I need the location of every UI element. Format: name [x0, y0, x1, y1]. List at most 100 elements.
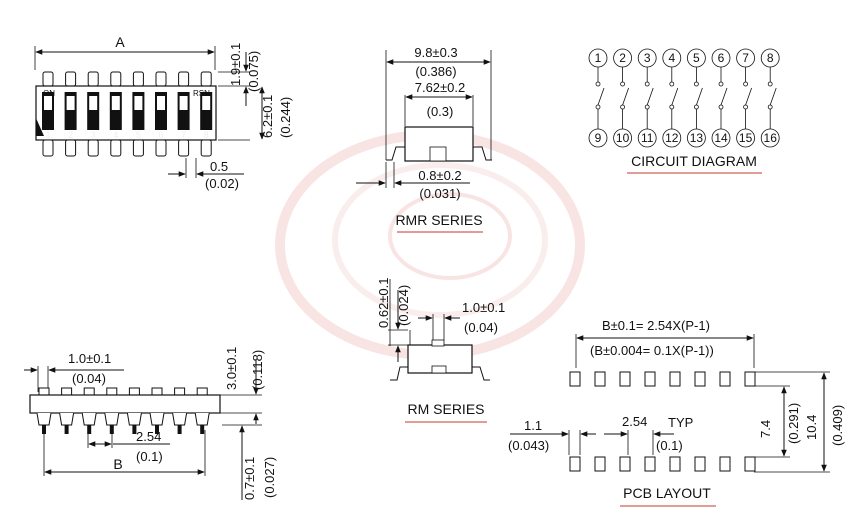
lower-lead: [200, 139, 212, 157]
side-dim-pitch-in: (0.1): [136, 449, 163, 464]
pcb-pad: [694, 456, 706, 472]
side-pad: [61, 387, 73, 396]
switch-number: 6: [158, 130, 163, 140]
pcb-pad: [719, 456, 731, 472]
pcb-dim-typ: TYP: [668, 415, 693, 430]
rmr-left-lead: [386, 146, 405, 161]
side-lead-tip: [200, 425, 205, 434]
side-lead-tip: [132, 425, 137, 434]
pin-circle: [736, 128, 755, 148]
switch-contact: [595, 104, 601, 110]
pcb-pads: [569, 371, 756, 472]
side-dim-h-in: (0.118): [250, 350, 265, 390]
pcb-dim-pad: 1.1: [524, 418, 542, 433]
rm-dim-h-in: (0.024): [396, 285, 411, 326]
side-pad: [196, 387, 208, 396]
pin-number: 15: [739, 131, 753, 145]
side-dim-b: B: [113, 456, 122, 472]
side-lead: [36, 412, 52, 426]
upper-lead: [42, 71, 54, 87]
pcb-pad: [669, 456, 681, 472]
lower-lead: [110, 139, 122, 157]
pcb-pad: [569, 456, 581, 472]
pin-number: 12: [665, 131, 679, 145]
pin-circle: [613, 128, 632, 148]
side-lead: [172, 412, 188, 426]
rmr-actuator: [429, 146, 447, 162]
switch-contact: [767, 104, 773, 110]
rm-series-view: 0.62±0.1 (0.024) 1.0±0.1 (0.04) RM SERIE…: [376, 277, 505, 423]
side-view: 1.0±0.1 (0.04) 3.0±0.1 (0.118) 0.7±0.1 (…: [24, 347, 277, 500]
pin-circle: [637, 128, 657, 148]
switch-number: 3: [91, 130, 96, 140]
pin-number: 11: [641, 131, 654, 145]
dim-body-in: (0.244): [278, 97, 293, 138]
pcb-pad: [719, 371, 731, 387]
switch-contact: [743, 104, 748, 110]
pin-circle: [760, 128, 780, 148]
switch-blade: [720, 87, 728, 106]
pin-number: 1: [595, 51, 602, 65]
side-pad: [128, 387, 140, 396]
side-lead-tip: [155, 425, 159, 434]
side-dim-pitch: 2.54: [136, 429, 161, 444]
pin-number: 3: [644, 51, 651, 65]
pin-number: 4: [668, 51, 675, 65]
pcb-pad: [694, 371, 706, 387]
pin-number: 16: [764, 131, 778, 145]
rmr-dim-pitch: 7.62±0.2: [415, 80, 466, 95]
side-dim-pad-in: (0.04): [72, 371, 106, 386]
side-body: [29, 394, 221, 414]
pcb-pad: [644, 456, 656, 472]
dim-top-h: 1.9±0.1: [228, 43, 243, 86]
side-pad: [38, 387, 50, 396]
dim-pin-in: (0.02): [205, 176, 239, 191]
switch-blade: [646, 87, 654, 106]
rm-window: [431, 365, 447, 374]
lower-lead: [132, 139, 144, 157]
switch-slider: [202, 96, 211, 110]
dim-a-label: A: [115, 34, 125, 50]
rm-dim-w: 1.0±0.1: [462, 300, 505, 315]
rm-right-lead: [472, 366, 490, 381]
pin-number: 7: [742, 51, 749, 65]
lower-lead: [65, 139, 77, 157]
side-pad: [151, 387, 163, 396]
switch-slider: [134, 96, 143, 110]
side-dim-h: 3.0±0.1: [224, 347, 239, 390]
switch-number: 1: [45, 130, 50, 140]
top-upper-leads: [42, 71, 212, 87]
switch-slider: [111, 96, 120, 110]
side-lead: [194, 412, 210, 426]
switch-contact: [718, 104, 724, 110]
pcb-pad: [594, 456, 606, 472]
pcb-dim-inner: 7.4: [758, 420, 773, 438]
pcb-pad: [744, 456, 756, 472]
rm-title: RM SERIES: [407, 401, 484, 417]
rmr-dim-w-in: (0.386): [415, 64, 456, 79]
switch-contact: [669, 81, 675, 87]
pin-number: 9: [595, 131, 602, 145]
side-lead-tip: [177, 425, 182, 434]
switch-blade: [745, 87, 752, 106]
switch-contact: [644, 81, 650, 87]
side-pad: [106, 387, 118, 396]
upper-lead: [65, 71, 77, 87]
rmr-dim-pitch-in: (0.3): [427, 104, 454, 119]
switch-contact: [620, 104, 625, 110]
lower-lead: [87, 139, 99, 157]
rmr-dim-w: 9.8±0.3: [414, 45, 457, 60]
side-pads: [38, 387, 208, 396]
switch-contact: [767, 81, 773, 87]
pin-number: 13: [690, 131, 704, 145]
pcb-pad: [619, 456, 631, 472]
upper-lead: [178, 71, 190, 87]
pcb-dim-pad-in: (0.043): [508, 438, 549, 453]
pin-circle: [711, 128, 731, 148]
pcb-formula-in: (B±0.004= 0.1X(P-1)): [590, 343, 714, 358]
pin-number: 2: [619, 51, 626, 65]
rmr-title: RMR SERIES: [395, 212, 482, 228]
